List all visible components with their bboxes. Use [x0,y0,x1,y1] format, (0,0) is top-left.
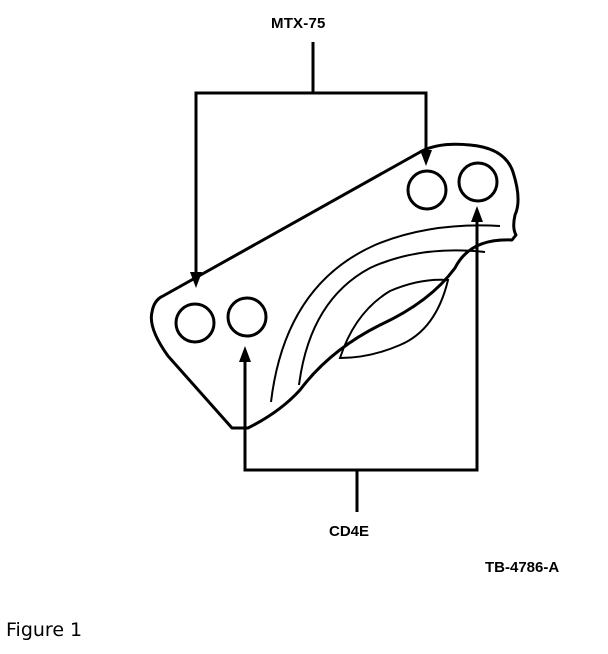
cd4e-label: CD4E [329,523,370,540]
bolt-hole-left-1 [174,302,216,344]
bolt-hole-left-2 [226,296,268,338]
mtx-arrow-left [190,272,202,288]
cd4e-arrow-left [239,346,251,362]
bolt-hole-right-1 [406,169,448,211]
cd4e-arrow-right [471,206,483,222]
reference-code: TB-4786-A [485,559,560,576]
gasket-outline [149,142,520,430]
passage-middle-curve [298,249,486,386]
bolt-hole-right-2 [457,161,499,203]
cd4e-bracket-line [243,222,479,472]
mtx-bracket-line [194,91,428,275]
mtx-75-label: MTX-75 [271,15,326,32]
passage-outer-curve [270,224,501,403]
passage-inner-opening [338,278,450,360]
mtx-arrow-right [420,150,432,166]
figure-caption: Figure 1 [6,619,83,641]
